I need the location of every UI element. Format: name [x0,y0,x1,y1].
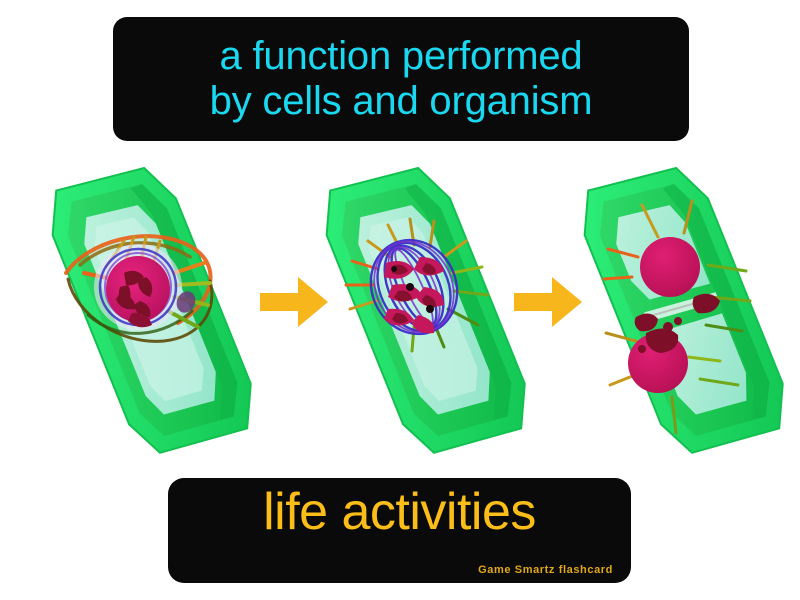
cytoskeleton-fibers [602,199,752,435]
organelle [176,291,196,313]
definition-banner: a function performed by cells and organi… [113,17,689,141]
term-banner: life activities Game Smartz flashcard [168,478,631,583]
daughter-nucleus-top [640,237,700,297]
chromatin [116,270,153,317]
chromatin-clumps [634,293,720,353]
daughter-vacuole-bottom [661,313,747,415]
cell-wall [583,166,784,454]
arrow-stage-2-to-3 [512,273,584,331]
cell-2-graphic [325,166,526,454]
centromere-1 [406,283,414,291]
mitosis-illustration [0,145,800,475]
centromere-3 [391,266,397,272]
arrow-right-icon [514,277,582,327]
definition-line-2: by cells and organism [209,79,593,123]
arrow-stage-1-to-2 [258,273,330,331]
definition-line-1: a function performed [219,34,583,79]
attribution-text: Game Smartz flashcard [478,564,613,576]
cell-wall [325,166,526,454]
nucleolus [128,312,152,328]
cell-3-graphic [583,166,784,454]
cell-1-graphic [51,166,252,454]
term-label: life activities [263,483,536,541]
cell-stage-3-telophase [560,145,800,475]
arrow-right-icon [260,277,328,327]
centromere-2 [426,305,434,313]
cell-stage-2-metaphase [302,145,552,475]
cell-stage-1-prophase [28,145,278,475]
